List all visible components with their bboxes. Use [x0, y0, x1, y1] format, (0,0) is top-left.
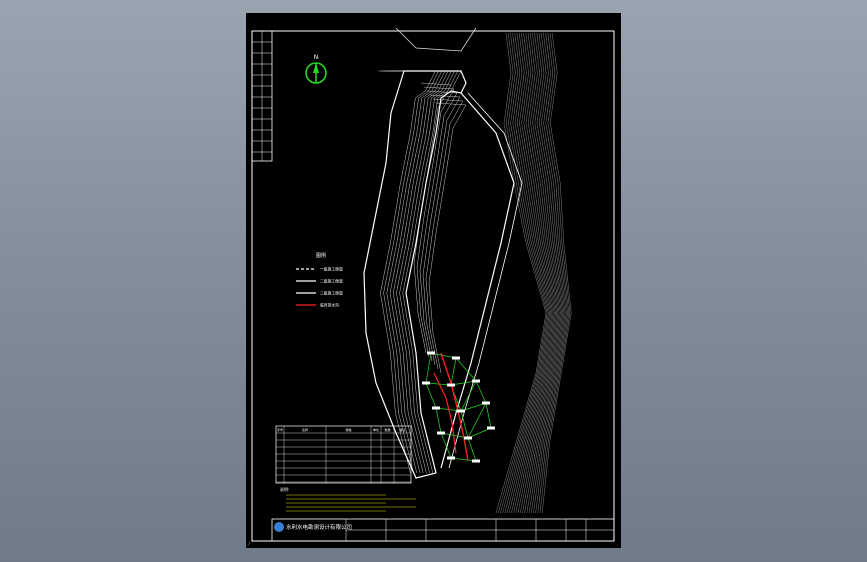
station-marker: [464, 436, 472, 440]
north-label: N: [314, 54, 319, 61]
survey-line: [455, 357, 477, 382]
contour-line: [422, 94, 461, 366]
site-boundary: [363, 70, 467, 479]
station-marker: [422, 381, 430, 385]
contour-line: [428, 102, 467, 374]
contour-line: [526, 32, 564, 514]
contour-line: [391, 70, 449, 474]
table-header-cell: 名称: [302, 427, 308, 432]
notes-title: 说明:: [280, 486, 289, 492]
table-header-cell: 规格: [345, 427, 351, 432]
station-marker: [447, 456, 455, 460]
station-marker: [487, 426, 495, 430]
contour-line: [520, 32, 560, 514]
contour-line: [539, 32, 571, 514]
survey-line: [460, 380, 477, 412]
station-marker: [447, 383, 455, 387]
contour-line: [537, 32, 570, 514]
station-marker: [452, 356, 460, 360]
survey-network: [422, 351, 495, 463]
contour-line: [413, 82, 452, 354]
survey-line: [425, 352, 432, 384]
road-centerline: [440, 92, 515, 469]
contour-line: [498, 32, 548, 514]
survey-line: [435, 407, 442, 434]
contour-line: [504, 32, 552, 514]
contour-line: [533, 32, 567, 514]
contour-line: [419, 90, 458, 362]
company-name: 水利水电勘测设计有限公司: [286, 523, 352, 531]
contour-line: [522, 32, 561, 514]
survey-line: [467, 437, 477, 462]
survey-line: [450, 457, 477, 462]
survey-line: [460, 402, 487, 412]
contour-line: [509, 32, 554, 514]
corner-mark: /: [248, 541, 251, 546]
table-header-cell: 序号: [277, 427, 283, 432]
contour-line: [515, 32, 558, 514]
contour-line: [517, 32, 559, 514]
contour-line: [400, 70, 459, 474]
survey-line: [485, 402, 492, 429]
table-header-cell: 备注: [399, 427, 405, 432]
survey-line: [440, 432, 452, 459]
drainage-line: [433, 372, 457, 454]
legend-item-label: 一级施工便道: [320, 267, 343, 272]
table-header-cell: 数量: [384, 427, 390, 432]
road-edge: [448, 92, 523, 469]
contour-line: [513, 32, 556, 514]
upstream-boundary: [395, 27, 477, 52]
contour-line: [416, 86, 455, 358]
station-marker: [482, 401, 490, 405]
contour-line: [531, 32, 566, 514]
station-marker: [437, 431, 445, 435]
contour-line: [378, 70, 436, 474]
station-marker: [472, 459, 480, 463]
materials-table: 序号 名称 规格 单位数量 备注: [275, 425, 412, 484]
drawing-canvas: N 图例 一级施工便道二级施工便道三级施工便道临时排水沟 序号 名称 规格 单位数量 备…: [248, 27, 615, 546]
legend-item-label: 临时排水沟: [320, 303, 339, 308]
station-marker: [432, 406, 440, 410]
survey-line: [475, 380, 487, 404]
contour-line: [511, 32, 555, 514]
survey-line: [467, 402, 487, 439]
contour-line: [500, 32, 549, 514]
north-arrow-icon: N: [305, 54, 327, 84]
survey-line: [467, 427, 492, 439]
survey-line: [430, 352, 457, 359]
survey-line: [450, 357, 457, 386]
cad-drawing-sheet[interactable]: N 图例 一级施工便道二级施工便道三级施工便道临时排水沟 序号 名称 规格 单位数量 备…: [246, 13, 621, 548]
company-logo-icon: [274, 522, 284, 532]
contour-line: [542, 32, 572, 514]
station-marker: [457, 409, 465, 413]
contour-line: [384, 70, 443, 474]
contour-line: [502, 32, 550, 514]
contour-line: [394, 70, 452, 474]
survey-line: [425, 382, 437, 409]
title-block: 水利水电勘测设计有限公司: [271, 518, 615, 542]
contour-line: [381, 70, 440, 474]
station-marker: [472, 379, 480, 383]
survey-line: [425, 382, 452, 386]
terrain-contours: [378, 32, 572, 514]
survey-line: [460, 410, 469, 439]
notes-block: 说明:: [280, 486, 416, 512]
contour-line: [535, 32, 568, 514]
legend-item-label: 三级施工便道: [320, 291, 343, 296]
legend-item-label: 二级施工便道: [320, 279, 343, 284]
station-marker: [427, 351, 435, 355]
contour-line: [495, 32, 547, 514]
contour-line: [397, 70, 456, 474]
contour-line: [506, 32, 553, 514]
contour-line: [524, 32, 562, 514]
survey-line: [450, 380, 477, 386]
table-header-cell: 单位: [373, 427, 379, 432]
legend-title: 图例: [316, 252, 326, 259]
contour-line: [528, 32, 565, 514]
